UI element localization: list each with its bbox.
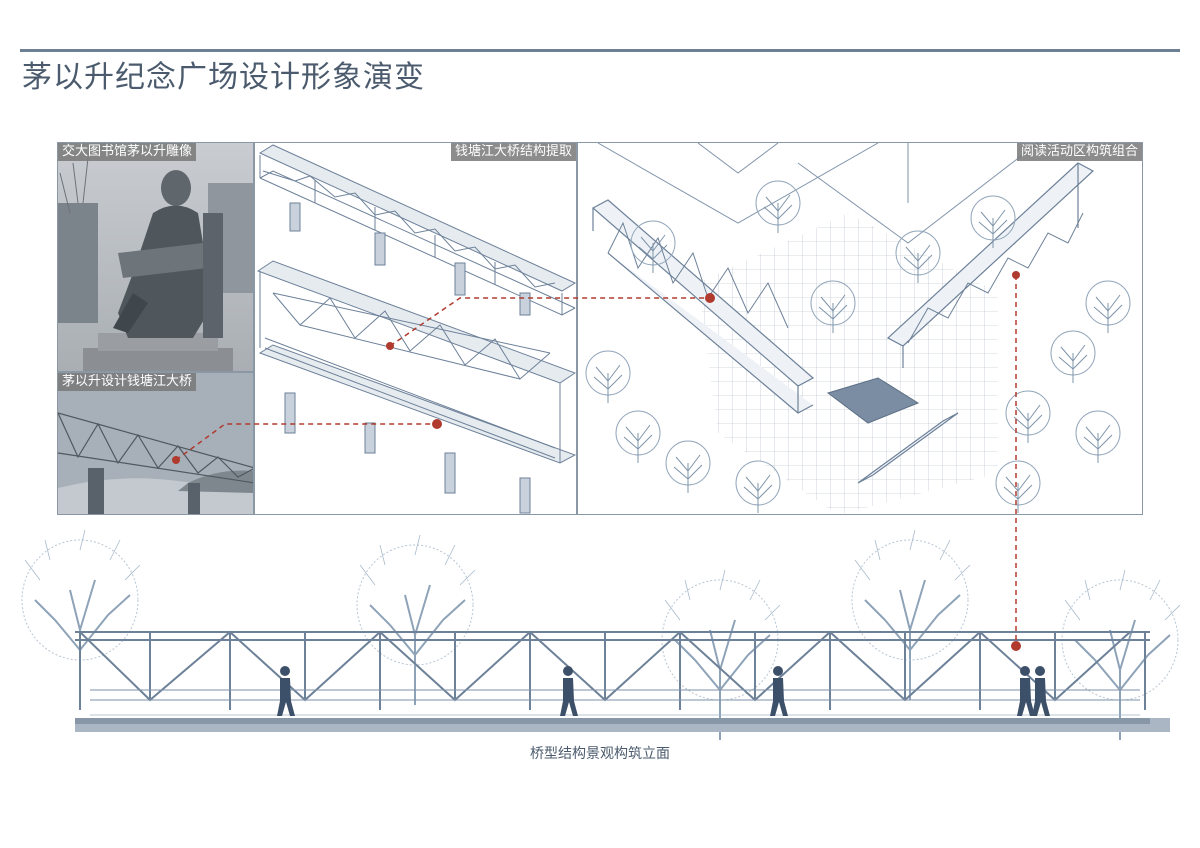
deck: [75, 718, 1150, 724]
elevation-caption: 桥型结构景观构筑立面: [530, 746, 670, 762]
steps: [75, 718, 1170, 732]
bridge-photo-panel: 茅以升设计钱塘江大桥: [57, 372, 254, 515]
bridge-structure-axonometric: [256, 144, 576, 514]
page-title: 茅以升纪念广场设计形象演变: [22, 60, 425, 95]
reading-area-plan-panel: 阅读活动区构筑组合: [577, 142, 1143, 515]
statue-photo: [58, 143, 253, 371]
reading-area-axonometric: [585, 143, 1131, 514]
extraction-label: 钱塘江大桥结构提取: [450, 143, 576, 161]
elevation-trees: [21, 529, 1180, 741]
statue-label: 交大图书馆茅以升雕像: [58, 143, 197, 161]
bridge-photo-label: 茅以升设计钱塘江大桥: [58, 373, 197, 391]
qiantang-bridge-photo: [58, 373, 253, 514]
reading-area-label: 阅读活动区构筑组合: [1016, 143, 1142, 161]
truss: [75, 630, 1150, 710]
title-rule: [20, 49, 1180, 52]
statue-photo-panel: 交大图书馆茅以升雕像: [57, 142, 254, 372]
structure-extraction-panel: 钱塘江大桥结构提取: [254, 142, 577, 515]
railing: [90, 689, 1140, 701]
bridge-elevation-drawing: [21, 529, 1180, 741]
